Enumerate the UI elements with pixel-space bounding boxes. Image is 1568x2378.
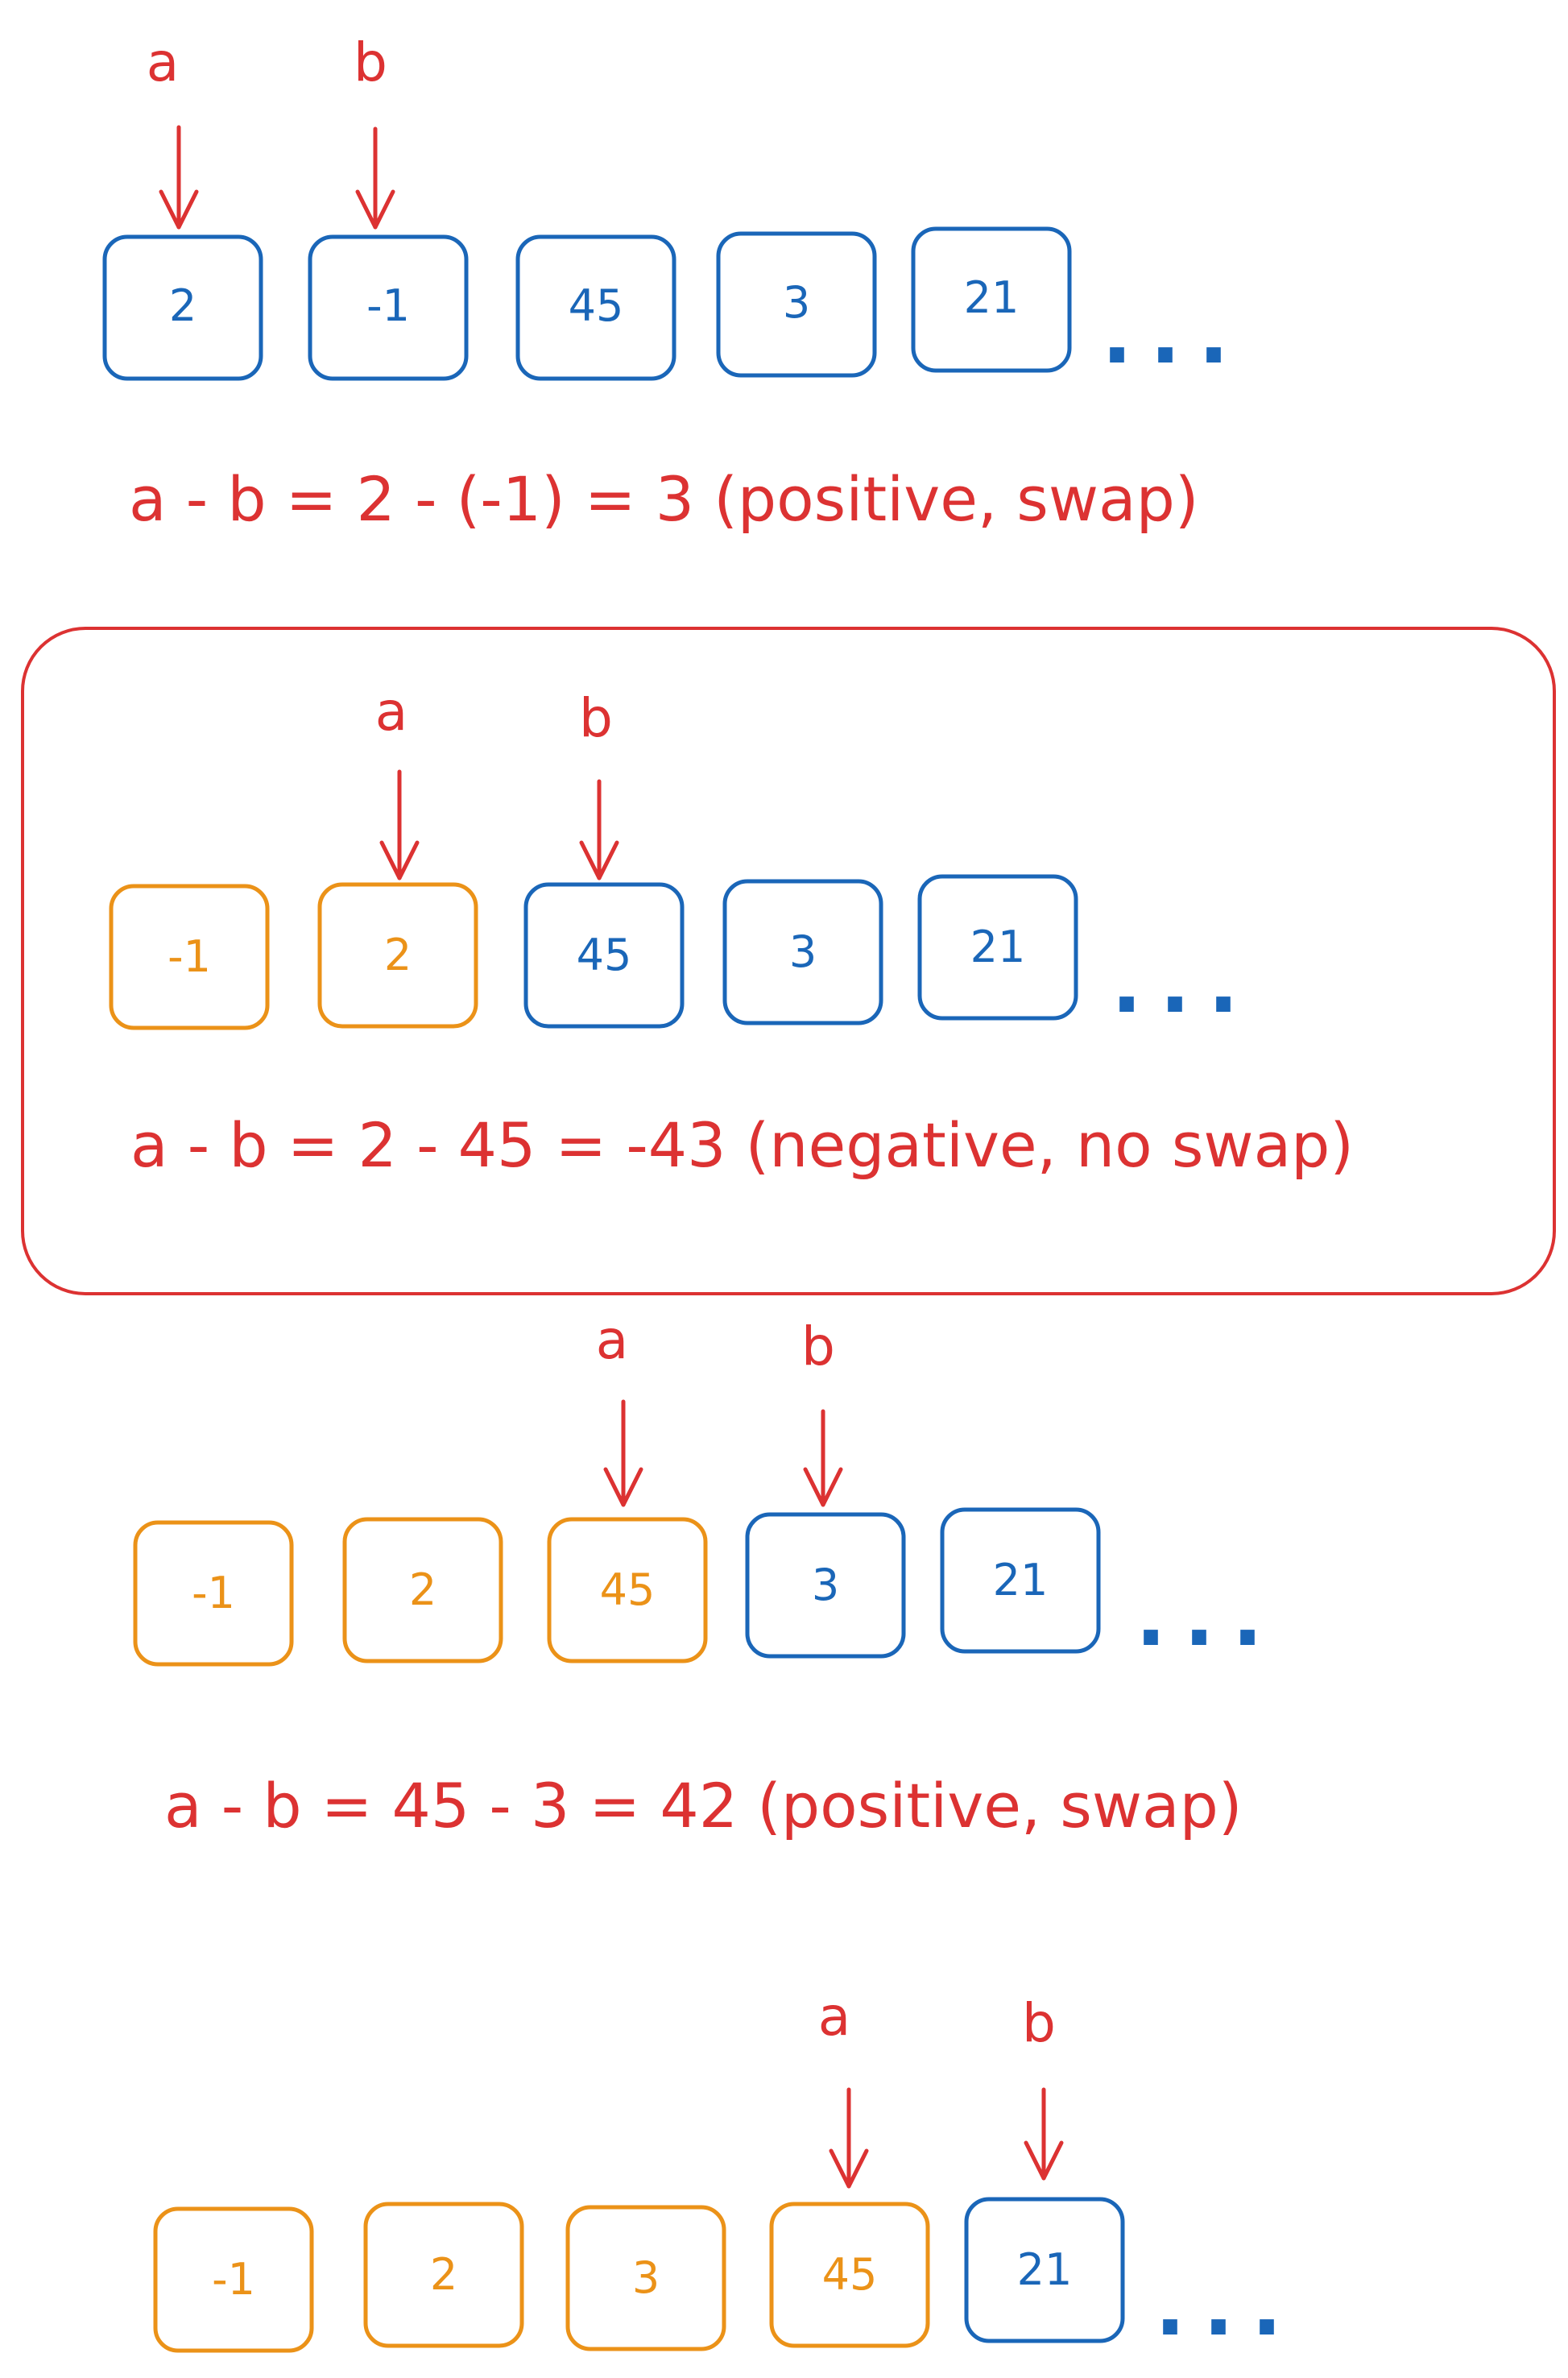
box-value: -1 [192,1568,235,1618]
box-value: 45 [577,930,632,980]
box-value: 45 [569,280,624,331]
box-value: 21 [964,272,1020,323]
ellipsis-icon: ... [1102,288,1247,382]
arrowhead-icon [603,1467,643,1507]
equation: a - b = 2 - (-1) = 3 (positive, swap) [129,463,1199,535]
pointer-a-label: a [818,1986,850,2048]
arrowhead-icon [803,1467,843,1507]
box-value: -1 [366,280,410,331]
array-box: 2 [363,2202,524,2348]
array-box: 45 [769,2202,930,2348]
box-value: -1 [168,931,211,982]
equation: a - b = 2 - 45 = -43 (negative, no swap) [130,1109,1354,1181]
box-border [109,884,270,1030]
box-border [917,874,1078,1021]
array-box: 21 [917,874,1078,1021]
pointer-a-label: a [147,31,179,93]
highlight-frame [21,627,1556,1295]
box-border [565,2205,726,2351]
array-box: 3 [722,879,883,1025]
array-box: -1 [308,234,469,381]
pointer-a-label: a [596,1309,628,1371]
array-box: 3 [716,231,877,378]
array-box: -1 [133,1520,294,1667]
box-value: 21 [993,1555,1049,1605]
array-box: 21 [911,226,1072,373]
box-border [716,231,877,378]
box-border [363,2202,524,2348]
step-4: a b -1 2 3 45 21 ... [153,1986,1300,2354]
step-2: a b -1 2 45 3 21 ... a - b = 2 - 45 = -4… [109,681,1354,1181]
array-box: 3 [565,2205,726,2351]
box-border [940,1507,1101,1654]
array-box: 45 [547,1517,708,1663]
box-border [722,879,883,1025]
pointer-a-label: a [375,681,408,743]
arrowhead-icon [829,2148,869,2189]
array-box: 21 [964,2197,1125,2343]
array-box: 3 [745,1512,906,1659]
box-value: 2 [430,2249,457,2300]
box-border [153,2206,314,2353]
box-value: 2 [169,280,197,331]
box-border [102,234,263,381]
box-value: 21 [970,922,1026,972]
array-box: 2 [102,234,263,381]
arrowhead-icon [355,189,395,230]
array-box: 45 [515,234,676,381]
arrowhead-icon [379,840,420,880]
box-value: 3 [789,926,817,977]
step-1: a b 2 -1 45 3 21 ... a - b = 2 - (-1) = … [102,31,1247,535]
ellipsis-icon: ... [1155,2260,1300,2354]
pointer-b-label: b [1022,1992,1056,2054]
box-value: 45 [822,2249,878,2300]
box-border [769,2202,930,2348]
equation: a - b = 45 - 3 = 42 (positive, swap) [164,1770,1243,1842]
box-border [308,234,469,381]
ellipsis-icon: ... [1136,1570,1280,1664]
box-value: 21 [1017,2244,1073,2295]
box-border [133,1520,294,1667]
arrowhead-icon [159,189,199,230]
pointer-b-label: b [801,1315,835,1378]
box-value: 2 [384,930,412,980]
pointer-b-label: b [579,687,613,749]
box-value: 45 [600,1564,656,1615]
box-border [911,226,1072,373]
box-value: 3 [812,1560,839,1610]
box-border [342,1517,503,1663]
ellipsis-icon: ... [1111,937,1256,1031]
array-box: -1 [109,884,270,1030]
box-border [964,2197,1125,2343]
arrowhead-icon [1024,2140,1064,2181]
box-value: 3 [632,2252,660,2303]
array-box: 21 [940,1507,1101,1654]
array-box: -1 [153,2206,314,2353]
box-border [523,882,685,1029]
box-value: -1 [212,2254,255,2305]
array-box: 2 [342,1517,503,1663]
pointer-b-label: b [354,31,387,93]
box-border [547,1517,708,1663]
box-value: 3 [783,277,810,328]
arrowhead-icon [579,840,619,880]
box-border [515,234,676,381]
box-value: 2 [409,1564,436,1615]
step-3: a b -1 2 45 3 21 ... a - b = 45 - 3 = 42… [133,1309,1280,1842]
box-border [317,882,478,1029]
array-box: 2 [317,882,478,1029]
box-border [745,1512,906,1659]
array-box: 45 [523,882,685,1029]
